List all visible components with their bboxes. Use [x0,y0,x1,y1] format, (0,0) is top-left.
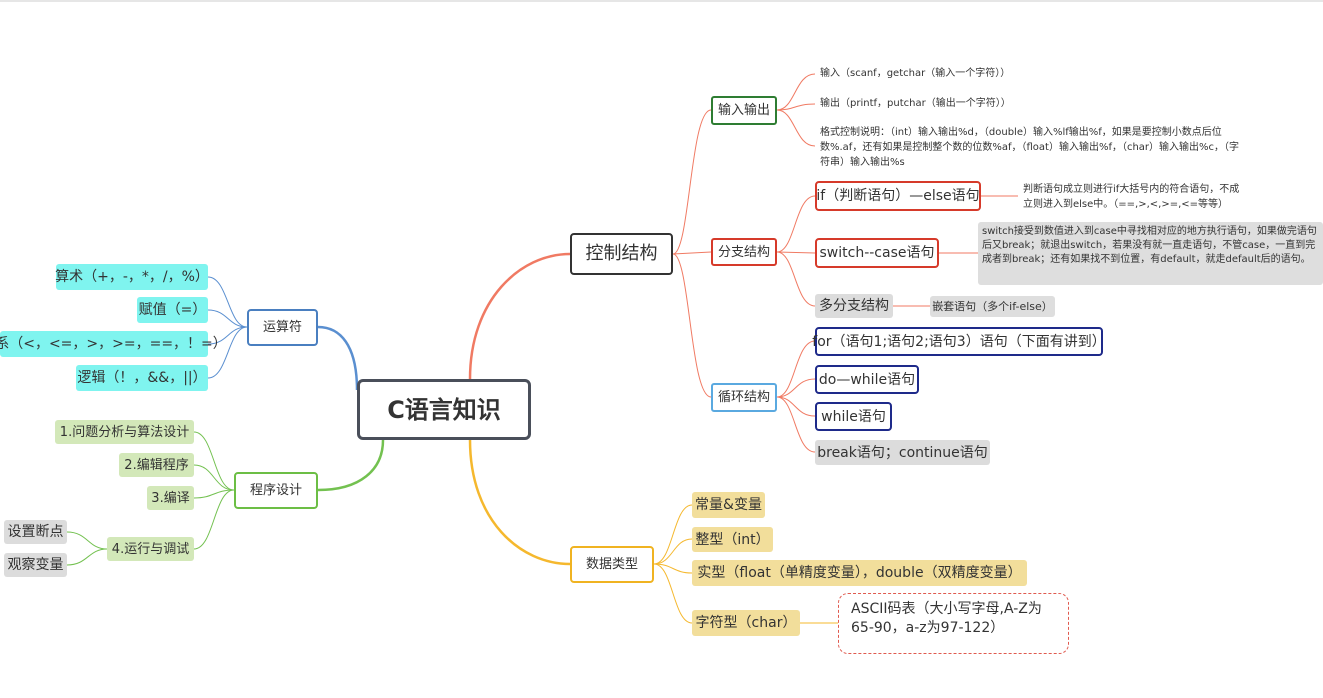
link-op-logic [207,326,248,379]
link-root-design [317,439,385,492]
design-step-1[interactable]: 1.问题分析与算法设计 [55,420,194,444]
switch-case-node[interactable]: switch--case语句 [815,238,939,268]
datatype-node[interactable]: 数据类型 [570,546,654,583]
link-root-control [468,252,571,380]
design-step-3[interactable]: 3.编译 [147,486,194,510]
break-continue-node[interactable]: break语句；continue语句 [815,440,990,465]
link-root-operator [317,325,359,391]
link-design-1 [193,431,235,491]
switch-case-note: switch接受到数值进入到case中寻找相对应的地方执行语句，如果做完语句后又… [978,222,1323,285]
io-format-note: 格式控制说明：（int）输入输出%d，（double）输入%lf输出%f，如果是… [820,127,1240,168]
design-step-2[interactable]: 2.编辑程序 [119,453,194,477]
nested-if-note: 嵌套语句（多个if-else） [930,296,1055,317]
logical-op-node[interactable]: 逻辑（！，&&，||） [76,365,208,391]
link-design-2 [193,464,235,491]
if-else-note: 判断语句成立则进行if大括号内的符合语句，不成立则进入到else中。（==,>,… [1023,184,1240,210]
link-loop-for [776,340,816,398]
link-loop-dowhile [776,378,816,398]
const-var-node[interactable]: 常量&变量 [692,492,765,518]
link-io-n1 [776,73,816,111]
link-branch-switch [776,251,816,254]
operator-node[interactable]: 运算符 [247,309,318,346]
link-dt-int [653,538,693,565]
link-op-assign [207,309,248,328]
link-design-3 [193,489,235,499]
link-debug-watch [66,548,108,566]
set-breakpoint-node[interactable]: 设置断点 [4,520,67,544]
do-while-node[interactable]: do—while语句 [815,365,919,394]
multi-branch-node[interactable]: 多分支结构 [815,294,893,318]
int-node[interactable]: 整型（int） [692,527,773,552]
while-node[interactable]: while语句 [815,402,892,431]
program-design-node[interactable]: 程序设计 [234,472,318,509]
link-dt-float [653,563,693,574]
assignment-op-node[interactable]: 赋值（=） [137,297,208,323]
link-dt-char [653,563,693,624]
link-control-io [672,109,712,255]
link-root-datatype [468,439,571,566]
link-design-4 [193,489,235,550]
io-input-note: 输入（scanf，getchar（输入一个字符）） [820,68,1011,79]
branch-node[interactable]: 分支结构 [711,238,777,266]
char-node[interactable]: 字符型（char） [692,610,800,636]
io-output-note: 输出（printf，putchar（输出一个字符）） [820,98,1011,109]
design-step-4[interactable]: 4.运行与调试 [107,537,194,561]
io-node[interactable]: 输入输出 [711,96,777,125]
link-debug-bp [66,531,108,550]
watch-variable-node[interactable]: 观察变量 [4,553,67,577]
link-io-n2 [776,103,816,111]
link-op-arith [207,276,248,328]
control-structure-node[interactable]: 控制结构 [570,233,673,275]
link-branch-multi [776,251,816,307]
ascii-note: ASCII码表（大小写字母,A-Z为65-90，a-z为97-122） [838,593,1069,654]
top-divider [0,0,1323,2]
for-loop-node[interactable]: for（语句1;语句2;语句3）语句（下面有讲到） [812,327,1106,356]
link-control-loop [672,253,712,398]
arithmetic-op-node[interactable]: 算术（+，-，*，/，%） [55,264,209,290]
link-io-n3 [776,109,816,147]
link-loop-while [776,396,816,417]
link-loop-break [776,396,816,453]
relational-op-node[interactable]: 关系（<，<=，>，>=，==，！=） [0,331,227,357]
root-node[interactable]: C语言知识 [357,379,531,440]
loop-node[interactable]: 循环结构 [711,383,777,412]
if-else-node[interactable]: if（判断语句）—else语句 [815,181,981,211]
link-dt-const [653,504,693,565]
float-double-node[interactable]: 实型（float（单精度变量），double（双精度变量） [692,560,1027,586]
link-control-branch [672,251,712,255]
link-branch-if [776,195,816,253]
